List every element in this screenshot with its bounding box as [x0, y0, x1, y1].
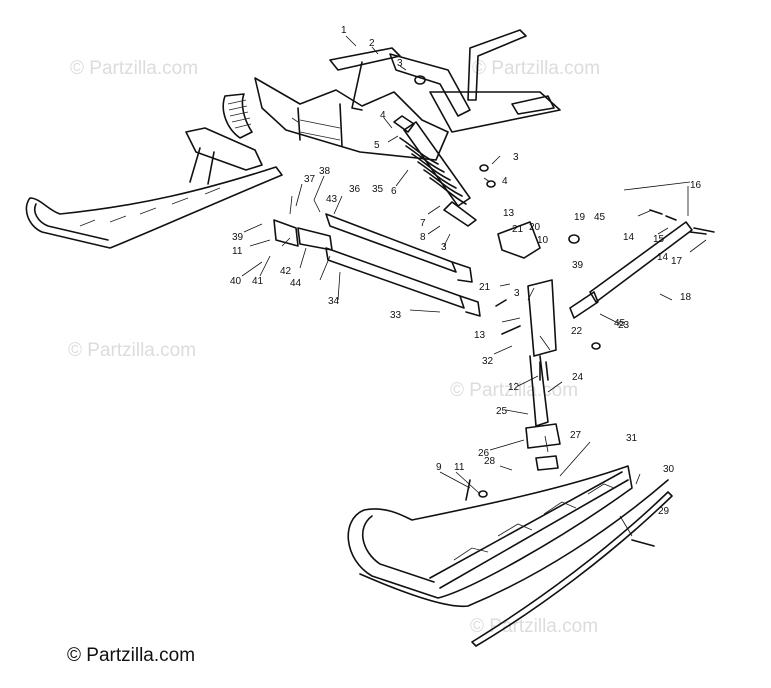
callout-18: 18 [680, 292, 692, 303]
callout-3: 3 [441, 242, 447, 253]
callout-6: 6 [391, 186, 397, 197]
callout-37: 37 [304, 174, 316, 185]
callout-44: 44 [290, 278, 302, 289]
callout-38: 38 [319, 166, 331, 177]
callout-12: 12 [508, 382, 520, 393]
callout-15: 15 [653, 234, 665, 245]
callout-21: 21 [512, 224, 524, 235]
callout-13: 13 [503, 208, 515, 219]
callout-3: 3 [397, 58, 403, 69]
callout-20: 20 [529, 222, 541, 233]
callout-14: 14 [623, 232, 635, 243]
watermark-text: © Partzilla.com [68, 340, 196, 361]
steering-assembly [329, 29, 561, 133]
callouts: 1 2 3 4 5 3 6 4 7 8 3 13 21 20 10 19 45 … [230, 25, 702, 517]
front-ski [347, 465, 673, 647]
watermarks: © Partzilla.com © Partzilla.com © Partzi… [68, 58, 600, 637]
hardware [414, 75, 715, 547]
callout-30: 30 [663, 464, 675, 475]
callout-8: 8 [420, 232, 426, 243]
callout-7: 7 [420, 218, 426, 229]
callout-24: 24 [572, 372, 584, 383]
callout-11: 11 [232, 246, 243, 257]
callout-25: 25 [496, 406, 508, 417]
callout-39: 39 [572, 260, 584, 271]
callout-23: 23 [618, 320, 630, 331]
callout-19: 19 [574, 212, 586, 223]
leader-lines [241, 35, 707, 537]
callout-33: 33 [390, 310, 402, 321]
radius-rods [273, 213, 481, 317]
callout-26: 26 [478, 448, 490, 459]
callout-39: 39 [232, 232, 244, 243]
watermark-text: © Partzilla.com [470, 616, 598, 637]
watermark-text: © Partzilla.com [472, 58, 600, 79]
callout-45: 45 [614, 318, 626, 329]
callout-40: 40 [230, 276, 242, 287]
callout-17: 17 [671, 256, 683, 267]
shock-absorber [393, 115, 477, 227]
callout-35: 35 [372, 184, 384, 195]
callout-10: 10 [537, 235, 549, 246]
callout-32: 32 [482, 356, 494, 367]
callout-4: 4 [380, 110, 386, 121]
callout-3: 3 [513, 152, 519, 163]
callout-5: 5 [374, 140, 380, 151]
callout-13: 13 [474, 330, 486, 341]
callout-31: 31 [626, 433, 638, 444]
watermark-text: © Partzilla.com [450, 380, 578, 401]
callout-27: 27 [570, 430, 582, 441]
callout-16: 16 [690, 180, 702, 191]
rear-ski-assembly [25, 93, 283, 249]
callout-29: 29 [658, 506, 670, 517]
copyright-text: © Partzilla.com [67, 645, 196, 666]
callout-42: 42 [280, 266, 292, 277]
callout-14: 14 [657, 252, 669, 263]
callout-1: 1 [341, 25, 347, 36]
callout-21: 21 [479, 282, 491, 293]
watermark-text: © Partzilla.com [70, 58, 198, 79]
callout-22: 22 [571, 326, 583, 337]
callout-2: 2 [369, 38, 375, 49]
callout-3: 3 [514, 288, 520, 299]
spindle-assembly [497, 221, 693, 449]
callout-11: 11 [454, 462, 465, 473]
callout-34: 34 [328, 296, 340, 307]
callout-9: 9 [436, 462, 442, 473]
callout-41: 41 [252, 276, 264, 287]
front-bulkhead [254, 77, 449, 161]
callout-4: 4 [502, 176, 508, 187]
callout-28: 28 [484, 456, 496, 467]
callout-45: 45 [594, 212, 606, 223]
callout-43: 43 [326, 194, 338, 205]
callout-36: 36 [349, 184, 361, 195]
